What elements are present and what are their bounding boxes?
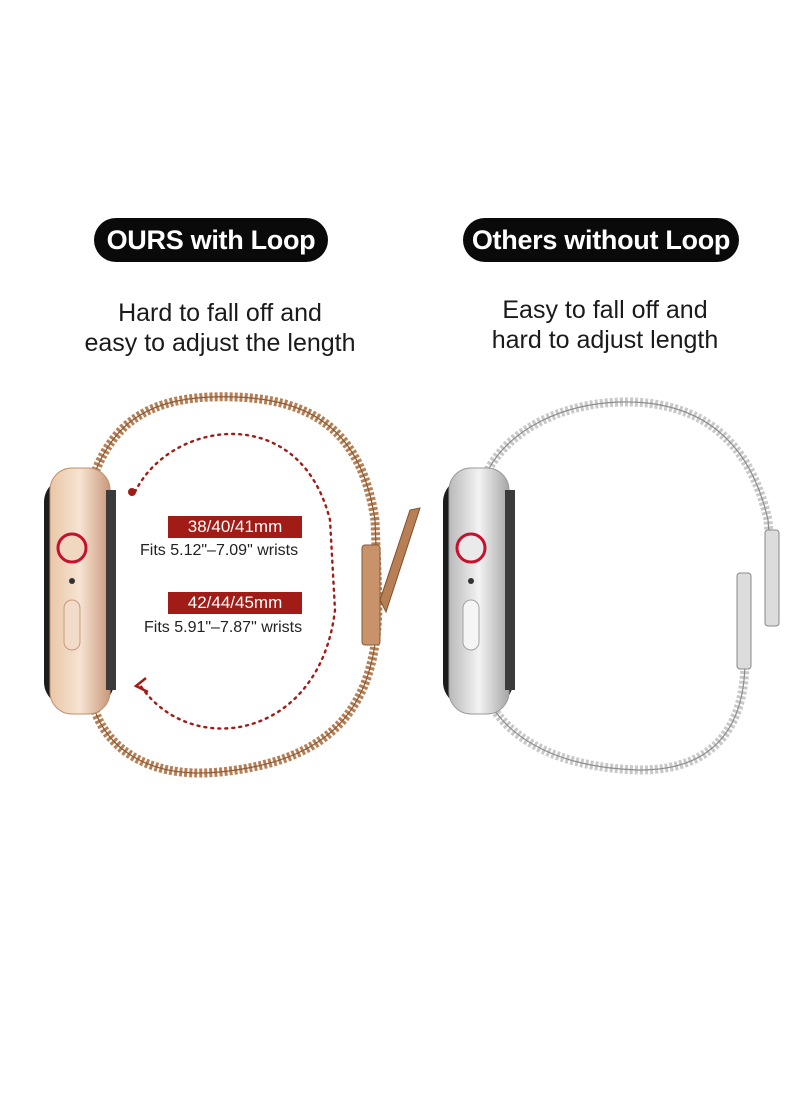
rose-gold-band [87, 392, 421, 778]
ours-with-loop-heading: OURS with Loop [94, 218, 328, 262]
rose-gold-watch [44, 467, 116, 715]
crown-icon [56, 532, 88, 564]
description-line: hard to adjust length [491, 326, 719, 354]
ours-description: Hard to fall off and easy to adjust the … [60, 298, 380, 358]
silver-band [484, 397, 780, 775]
description-line: Easy to fall off and [502, 296, 708, 324]
fits-range-large: Fits 5.91"–7.87" wrists [144, 619, 303, 636]
silver-watch [443, 467, 515, 715]
band-loop-end [379, 507, 421, 614]
arc-start-dot [128, 488, 136, 496]
band-clasp [361, 544, 381, 646]
side-button [63, 599, 81, 651]
description-line: easy to adjust the length [84, 329, 356, 357]
adjust-arc [133, 432, 337, 730]
band-clasp-bottom [736, 572, 752, 670]
size-badge-large: 42/44/45mm [168, 592, 302, 614]
description-line: Hard to fall off and [118, 299, 322, 327]
fits-range-small: Fits 5.12"–7.09" wrists [140, 542, 299, 559]
size-badge-small: 38/40/41mm [168, 516, 302, 538]
band-clasp-top [764, 529, 780, 627]
arrow-icon [133, 677, 149, 694]
crown-icon [455, 532, 487, 564]
side-button [462, 599, 480, 651]
others-description: Easy to fall off and hard to adjust leng… [440, 295, 770, 355]
others-without-loop-heading: Others without Loop [463, 218, 739, 262]
